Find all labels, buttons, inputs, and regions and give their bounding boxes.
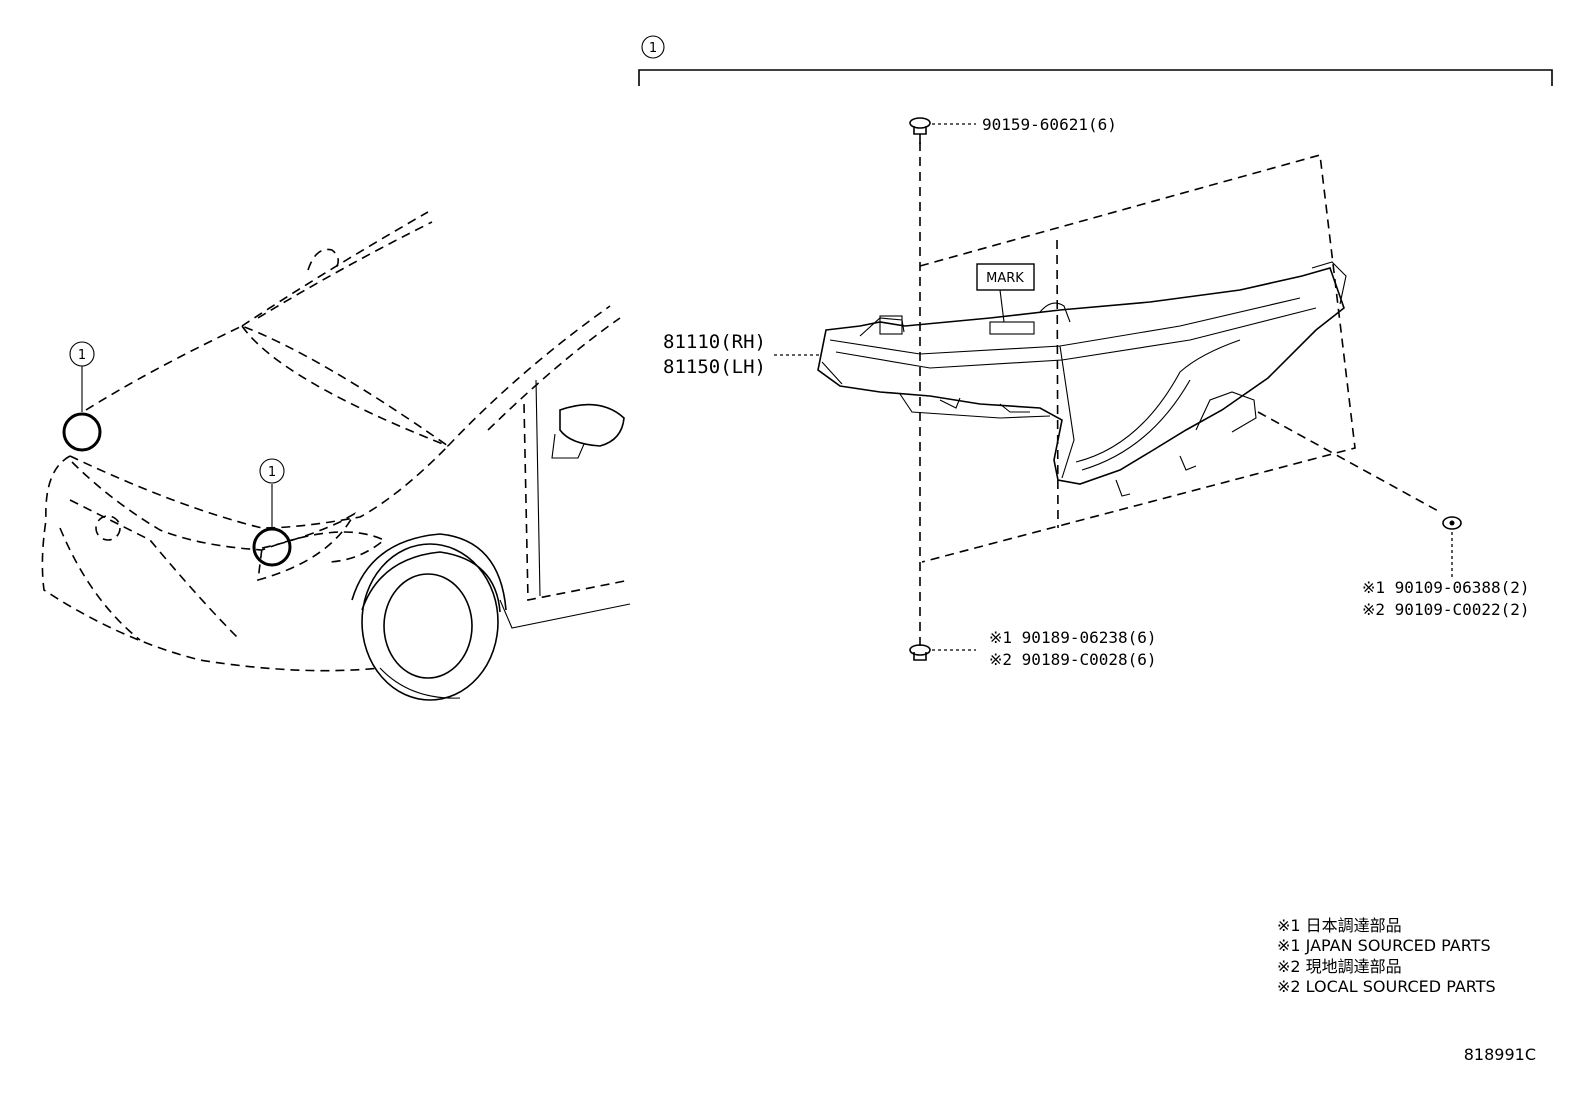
callout-1-center: 1 [268,465,276,480]
vehicle-front-view: 1 1 [41,211,631,701]
part-number-screw-right-japan: ※1 90109-06388(2) [1362,578,1530,597]
screw-right-icon [1442,516,1462,578]
screw-bottom-icon [909,638,976,661]
diagram-id: 818991C [1464,1045,1536,1064]
note-local-jp: ※2 現地調達部品 [1277,957,1402,976]
part-number-screw-bottom-local: ※2 90189-C0028(6) [989,650,1157,669]
part-number-screw-top: 90159-60621(6) [982,115,1117,134]
mark-label: MARK [986,271,1024,286]
callout-1-left: 1 [78,348,86,363]
assembly-bracket: 1 [638,35,1553,86]
part-number-headlamp-lh: 81150(LH) [663,356,766,378]
note-japan-en: ※1 JAPAN SOURCED PARTS [1277,936,1491,955]
screw-top-icon [909,117,976,144]
note-japan-jp: ※1 日本調達部品 [1277,916,1402,935]
part-number-screw-right-local: ※2 90109-C0022(2) [1362,600,1530,619]
part-number-headlamp-rh: 81110(RH) [663,331,766,353]
headlamp-assembly: MARK [774,142,1441,638]
note-local-en: ※2 LOCAL SOURCED PARTS [1277,977,1496,996]
callout-1-top: 1 [649,41,657,56]
part-number-screw-bottom-japan: ※1 90189-06238(6) [989,628,1157,647]
